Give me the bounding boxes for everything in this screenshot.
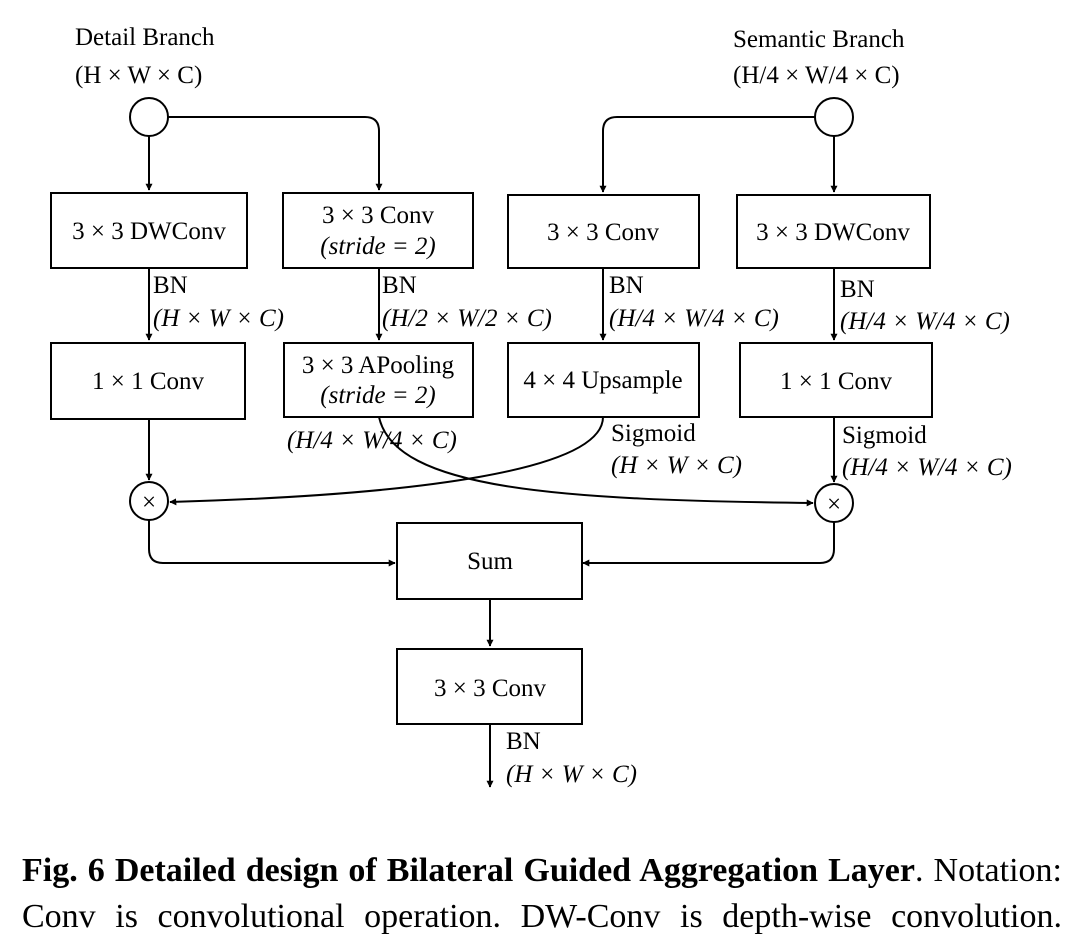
bga-layer-diagram: Detail Branch (H × W × C) Semantic Branc… bbox=[50, 24, 1012, 788]
semantic-split-node bbox=[814, 97, 854, 137]
detail-dwconv-box bbox=[50, 192, 248, 269]
detail-conv-box bbox=[282, 192, 474, 269]
caption-fig-number: Fig. 6 bbox=[22, 852, 105, 889]
apooling-stride: (stride = 2) bbox=[320, 382, 435, 409]
detail-split-node bbox=[129, 97, 169, 137]
edge-apooling-to-multiply-right bbox=[378, 416, 814, 507]
dim-label-2: (H/2 × W/2 × C) bbox=[382, 305, 552, 332]
edge-multiply-right-to-sum bbox=[582, 522, 835, 567]
caption-title: Detailed design of Bilateral Guided Aggr… bbox=[114, 852, 915, 889]
sigmoid-label-2: Sigmoid bbox=[842, 422, 927, 449]
semantic-branch-title: Semantic Branch bbox=[733, 26, 905, 53]
detail-conv-stride: (stride = 2) bbox=[320, 233, 435, 260]
semantic-conv-label: 3 × 3 Conv bbox=[547, 219, 660, 246]
dim-label-4: (H/4 × W/4 × C) bbox=[840, 308, 1010, 335]
sigmoid-dim-label-1: (H × W × C) bbox=[611, 452, 742, 479]
multiply-symbol-right: × bbox=[827, 491, 841, 518]
semantic-dwconv-label: 3 × 3 DWConv bbox=[756, 219, 910, 246]
output-dim-label: (H × W × C) bbox=[506, 761, 637, 788]
caption-text: . Notation: Conv is convolutional operat… bbox=[22, 852, 1062, 948]
apooling-label: 3 × 3 APooling bbox=[302, 352, 455, 379]
bn-label-1: BN bbox=[153, 272, 188, 299]
sigmoid-dim-label-2: (H/4 × W/4 × C) bbox=[842, 454, 1012, 481]
sigmoid-label-1: Sigmoid bbox=[611, 420, 696, 447]
bn-label-4: BN bbox=[840, 276, 875, 303]
edge-detail-to-conv bbox=[168, 116, 383, 191]
apooling-dim-label: (H/4 × W/4 × C) bbox=[287, 427, 457, 454]
bn-label-3: BN bbox=[609, 272, 644, 299]
edge-semantic-to-conv bbox=[599, 116, 815, 193]
detail-branch-dims: (H × W × C) bbox=[75, 62, 202, 89]
edge-multiply-left-to-sum bbox=[148, 520, 396, 567]
detail-1x1-box bbox=[50, 342, 246, 420]
upsample-box bbox=[507, 342, 700, 418]
semantic-dwconv-box bbox=[736, 194, 931, 269]
semantic-conv-box bbox=[507, 194, 700, 269]
dim-label-3: (H/4 × W/4 × C) bbox=[609, 305, 779, 332]
edge-upsample-to-multiply-left bbox=[169, 416, 604, 506]
dim-label-1: (H × W × C) bbox=[153, 305, 284, 332]
upsample-label: 4 × 4 Upsample bbox=[523, 367, 682, 394]
semantic-1x1-label: 1 × 1 Conv bbox=[780, 368, 893, 395]
figure-caption: Fig. 6 Detailed design of Bilateral Guid… bbox=[22, 848, 1062, 948]
final-conv-label: 3 × 3 Conv bbox=[434, 675, 547, 702]
detail-branch-title: Detail Branch bbox=[75, 24, 215, 51]
semantic-branch-dims: (H/4 × W/4 × C) bbox=[733, 62, 900, 89]
bn-label-2: BN bbox=[382, 272, 417, 299]
semantic-1x1-box bbox=[739, 342, 933, 418]
detail-dwconv-label: 3 × 3 DWConv bbox=[72, 218, 226, 245]
detail-1x1-label: 1 × 1 Conv bbox=[92, 368, 205, 395]
sum-box bbox=[396, 522, 583, 600]
multiply-symbol-left: × bbox=[142, 489, 156, 516]
apooling-box bbox=[283, 342, 474, 418]
detail-conv-label: 3 × 3 Conv bbox=[322, 202, 435, 229]
bn-output-label: BN bbox=[506, 728, 541, 755]
sum-label: Sum bbox=[467, 548, 513, 575]
